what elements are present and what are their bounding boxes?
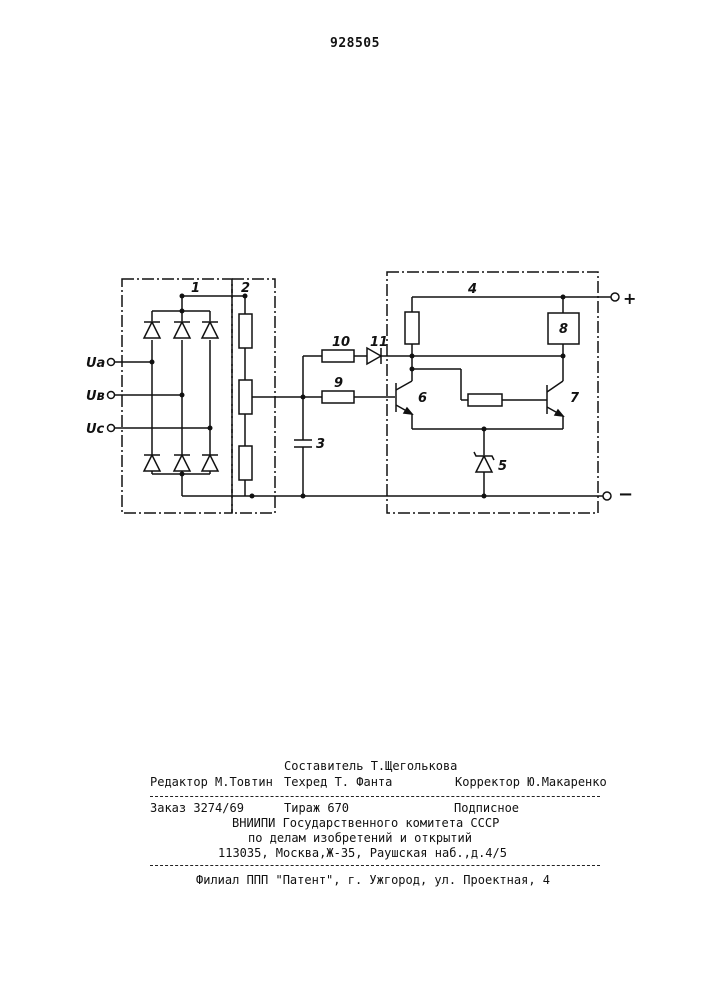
corrector-line: Корректор Ю.Макаренко <box>455 775 607 789</box>
org-line-2: по делам изобретений и открытий <box>248 831 472 845</box>
label-8: 8 <box>559 322 568 337</box>
resistor-between <box>468 394 502 406</box>
terminal-plus <box>611 293 619 301</box>
diode-11 <box>367 348 381 364</box>
divider-rule-2 <box>150 865 600 866</box>
org-address-line: 113035, Москва,Ж-35, Раушская наб.,д.4/5 <box>218 846 507 860</box>
input-label-c: Uс <box>86 422 105 437</box>
order-line: Заказ 3274/69 <box>150 801 244 815</box>
label-3: 3 <box>316 437 325 452</box>
terminal-minus <box>603 492 611 500</box>
transistor-6 <box>396 381 412 414</box>
zener-diode-5 <box>476 456 492 472</box>
label-10: 10 <box>332 335 350 350</box>
editor-line: Редактор М.Товтин <box>150 775 273 789</box>
divider <box>239 296 252 496</box>
label-9: 9 <box>334 376 343 391</box>
label-2: 2 <box>241 281 250 296</box>
input-label-a: Uа <box>86 356 105 371</box>
terminal-plus-label: + <box>623 289 636 308</box>
resistor-4-load <box>405 312 419 344</box>
divider-rule-1 <box>150 796 600 797</box>
resistor-10 <box>322 350 354 362</box>
label-7: 7 <box>570 391 580 406</box>
circulation-line: Тираж 670 <box>284 801 349 815</box>
ac-inputs <box>108 359 211 432</box>
compiler-line: Составитель Т.Щеголькова <box>284 759 457 773</box>
transistor-7 <box>547 381 563 416</box>
block-outlines <box>122 272 598 513</box>
label-1: 1 <box>191 281 200 296</box>
label-6: 6 <box>418 391 427 406</box>
branch-line: Филиал ППП "Патент", г. Ужгород, ул. Про… <box>196 873 550 887</box>
block-rectifier-outline <box>122 279 232 513</box>
label-5: 5 <box>498 459 507 474</box>
techred-line: Техред Т. Фанта <box>284 775 392 789</box>
org-line-1: ВНИИПИ Государственного комитета СССР <box>232 816 499 830</box>
subscription-line: Подписное <box>454 801 519 815</box>
label-11: 11 <box>370 335 388 350</box>
terminal-minus-label: − <box>618 484 633 505</box>
input-label-b: Uв <box>86 389 105 404</box>
resistor-9 <box>322 391 354 403</box>
rectifier-bridge <box>152 296 245 496</box>
label-4: 4 <box>467 282 477 297</box>
